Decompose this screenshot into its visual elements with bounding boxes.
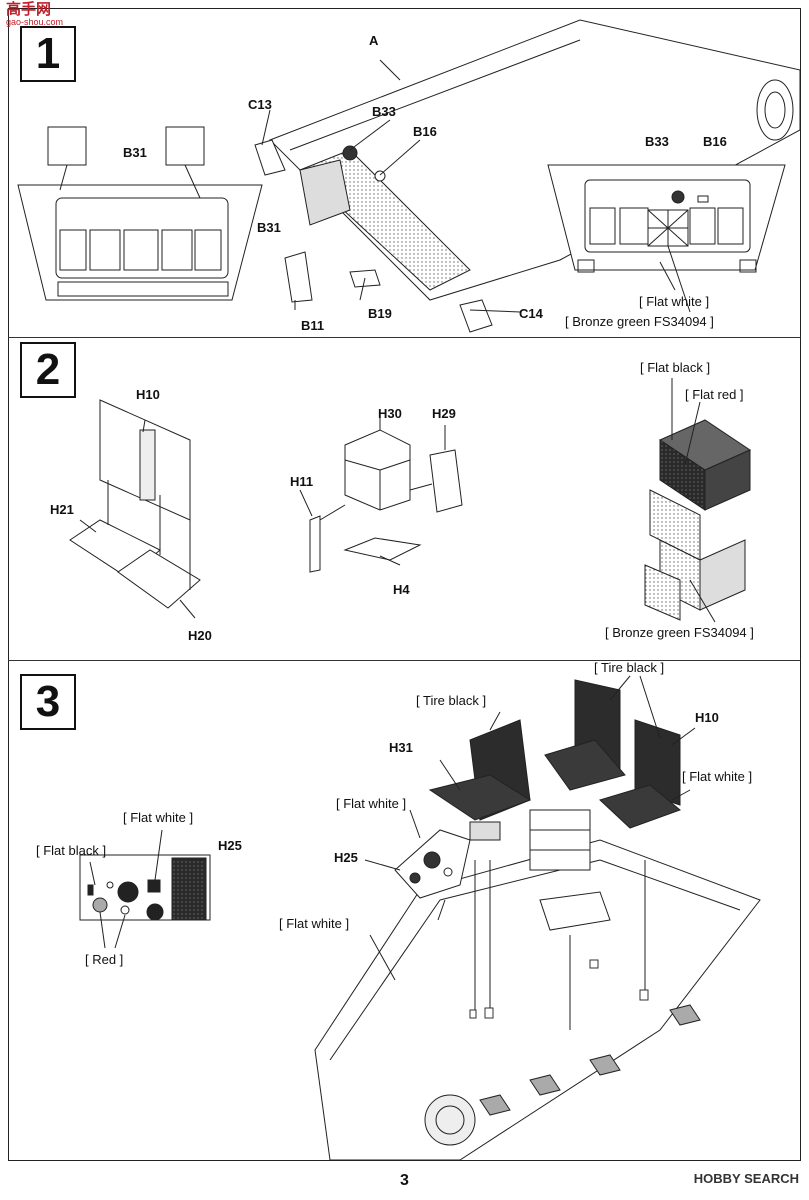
paint-note-flat-white-panel: [ Flat white ] <box>123 810 194 825</box>
paint-note-bronze-green: [ Bronze green FS34094 ] <box>565 314 714 329</box>
step3-seats-right <box>544 675 696 829</box>
part-h10-seat: H10 <box>695 710 719 725</box>
step3-instrument-panel <box>79 829 211 949</box>
part-c13: C13 <box>248 97 272 112</box>
paint-note-flat-white-h25: [ Flat white ] <box>336 796 407 811</box>
step-3-number: 3 <box>20 674 76 730</box>
step1-chassis-plate <box>254 19 801 333</box>
paint-note-flat-white: [ Flat white ] <box>639 294 710 309</box>
step1-rear-view <box>547 164 786 313</box>
part-a: A <box>369 33 379 48</box>
watermark-title: 高手网 <box>6 1 52 18</box>
part-b16-rear: B16 <box>703 134 727 149</box>
paint-note-tire-black-right: [ Tire black ] <box>594 660 665 675</box>
part-h11: H11 <box>290 474 314 489</box>
part-b16: B16 <box>413 124 437 139</box>
step-divider-1 <box>8 337 801 338</box>
step-divider-2 <box>8 660 801 661</box>
step2-seat-frame <box>69 399 201 619</box>
part-b31-mid: B31 <box>257 220 281 235</box>
part-h30: H30 <box>378 406 402 421</box>
part-h25-panel: H25 <box>218 838 242 853</box>
part-h25: H25 <box>334 850 358 865</box>
step-2-number: 2 <box>20 342 76 398</box>
part-b31-front: B31 <box>123 145 147 160</box>
paint-note-tire-black-left: [ Tire black ] <box>416 693 487 708</box>
step3-seat-h31 <box>428 711 532 841</box>
paint-note-flat-white-hull: [ Flat white ] <box>279 916 350 931</box>
step1-front-view <box>17 126 263 301</box>
brand-logo: HOBBY SEARCH <box>693 1171 799 1186</box>
page-number: 3 <box>400 1172 409 1189</box>
part-h4: H4 <box>393 582 410 597</box>
part-b19: B19 <box>368 306 392 321</box>
part-h10: H10 <box>136 387 160 402</box>
step3-panel-h25 <box>364 809 471 899</box>
watermark-url: gao-shou.com <box>6 17 64 27</box>
part-b33-rear: B33 <box>645 134 669 149</box>
paint-note-flat-black-panel: [ Flat black ] <box>36 843 107 858</box>
part-c14: C14 <box>519 306 543 321</box>
paint-note-red: [ Red ] <box>85 952 124 967</box>
step2-radio-rack <box>299 410 463 573</box>
part-h20: H20 <box>188 628 212 643</box>
part-b33: B33 <box>372 104 396 119</box>
watermark: 高手网 gao-shou.com <box>6 1 64 28</box>
part-h29: H29 <box>432 406 456 421</box>
step-1-number: 1 <box>20 26 76 82</box>
part-h21: H21 <box>50 502 74 517</box>
paint-note-bronze-green-2: [ Bronze green FS34094 ] <box>605 625 754 640</box>
part-h31: H31 <box>389 740 413 755</box>
paint-note-flat-black: [ Flat black ] <box>640 360 711 375</box>
part-b11: B11 <box>301 318 325 333</box>
step2-radio-assembled <box>644 378 752 623</box>
step3-hull-interior <box>314 809 761 1161</box>
paint-note-flat-white-seat: [ Flat white ] <box>682 769 753 784</box>
paint-note-flat-red: [ Flat red ] <box>685 387 744 402</box>
